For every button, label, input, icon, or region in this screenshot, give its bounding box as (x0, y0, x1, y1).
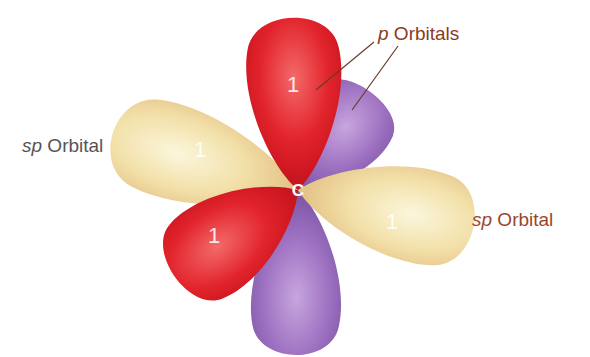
orbital-label: sp Orbital (472, 210, 553, 231)
orbital-label: sp Orbital (22, 136, 103, 157)
atom-symbol: C (292, 182, 304, 201)
callout-number: 1 (208, 224, 220, 248)
callout-number: 1 (386, 210, 398, 234)
leader-line (352, 46, 398, 110)
leader-line (316, 42, 374, 90)
callout-number: 1 (194, 138, 206, 162)
p-lobe (244, 16, 345, 191)
sp-lobe (288, 143, 483, 273)
callout-number: 1 (287, 73, 299, 97)
orbital-label: p Orbitals (378, 24, 459, 45)
